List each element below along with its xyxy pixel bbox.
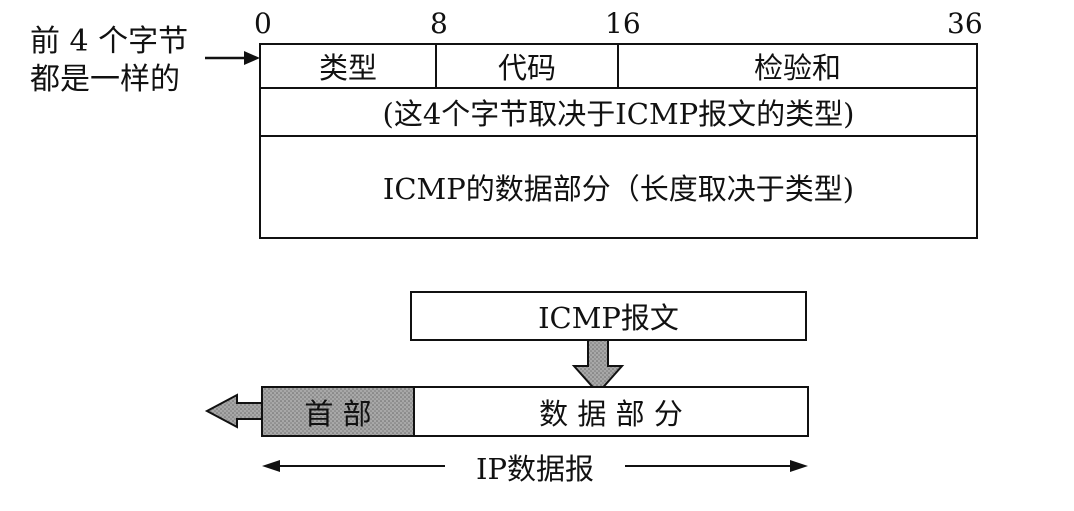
side-note-line1: 前 4 个字节 <box>30 24 189 59</box>
datagram-span-arrows <box>262 460 808 472</box>
bit-label-16: 16 <box>605 7 641 40</box>
field-type: 类型 <box>318 51 377 85</box>
left-arrow <box>204 393 263 429</box>
ip-datagram-box <box>261 386 809 437</box>
bit-label-0: 0 <box>254 7 272 40</box>
side-note-arrow <box>205 51 260 65</box>
icmp-message-box <box>410 291 807 341</box>
bit-label-36: 36 <box>947 7 983 40</box>
down-arrow <box>571 339 625 395</box>
ip-data-label: 数 据 部 分 <box>539 396 683 431</box>
ip-header-label: 首 部 <box>304 396 372 431</box>
ip-datagram-label: IP数据报 <box>476 452 594 486</box>
icmp-format-box <box>259 43 978 239</box>
field-checksum: 检验和 <box>753 51 841 85</box>
side-note-line2: 都是一样的 <box>30 62 180 97</box>
variable-row: (这4个字节取决于ICMP报文的类型) <box>382 97 855 131</box>
field-code: 代码 <box>497 51 556 85</box>
bit-label-8: 8 <box>430 7 448 40</box>
data-row: ICMP的数据部分（长度取决于类型) <box>382 172 855 206</box>
icmp-message-label: ICMP报文 <box>538 301 679 335</box>
